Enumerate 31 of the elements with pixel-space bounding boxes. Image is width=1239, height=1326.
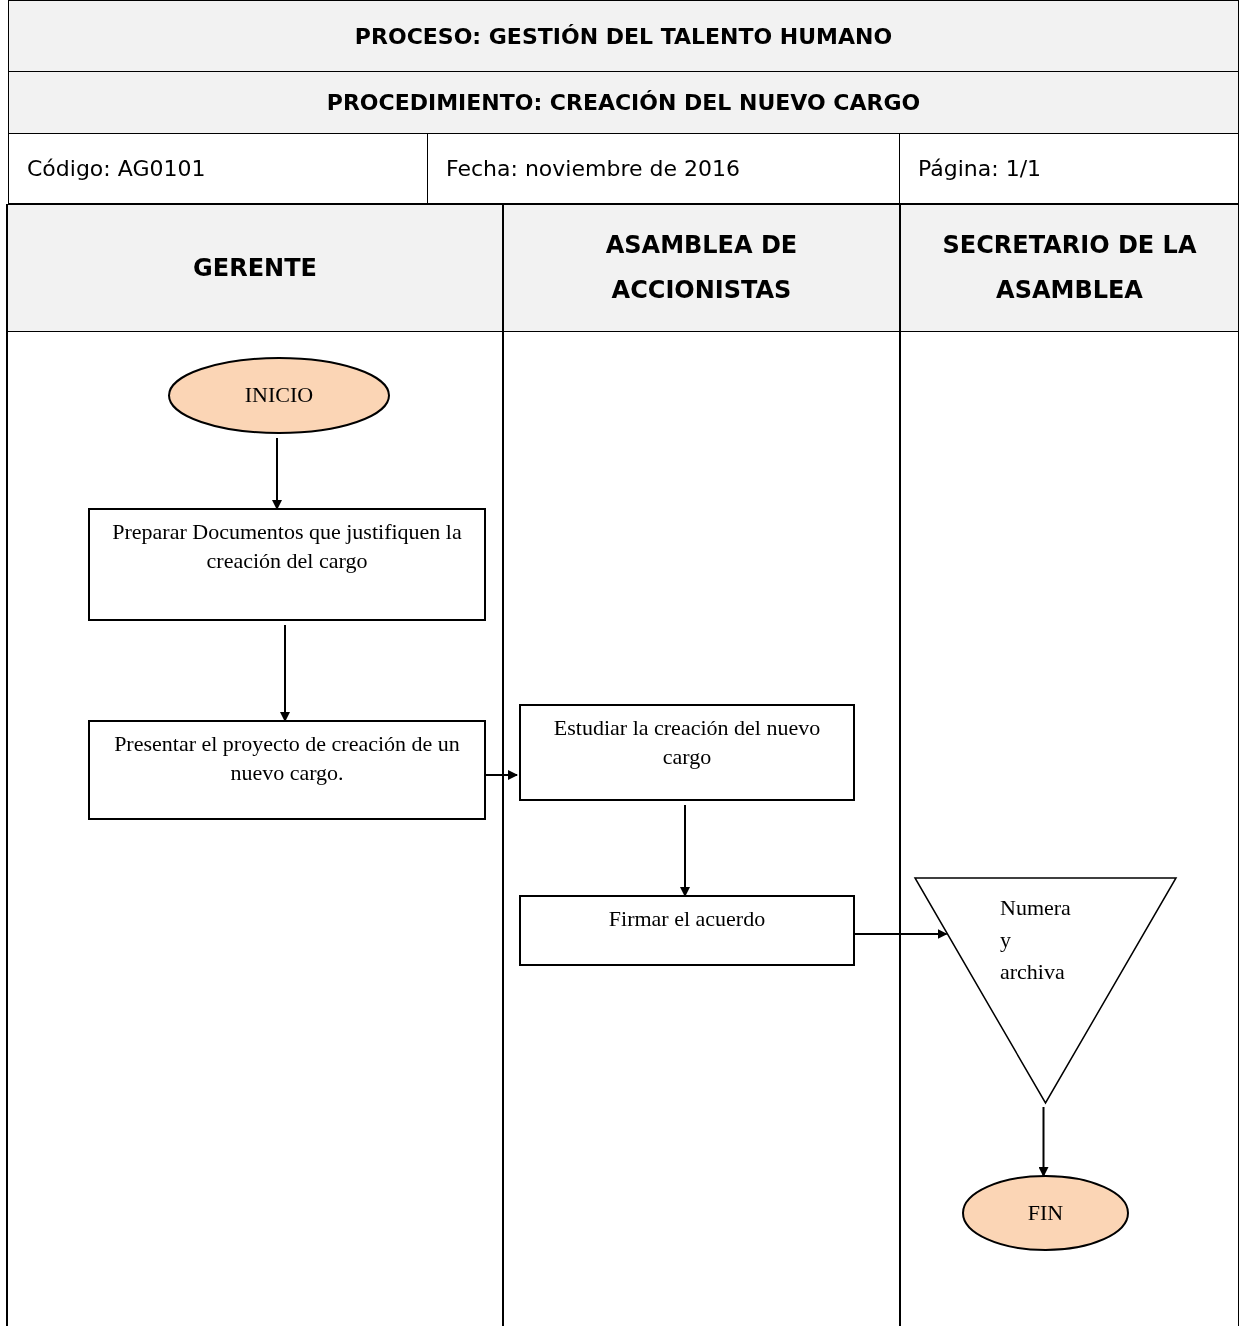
step-text: Estudiar la creación del nuevo cargo xyxy=(552,714,822,771)
process-box xyxy=(519,895,855,966)
terminator-text: FIN xyxy=(1027,1198,1064,1227)
step-text: Firmar el acuerdo xyxy=(608,905,766,933)
arrow xyxy=(852,929,948,940)
archive-triangle xyxy=(915,878,1176,1103)
lane-title: SECRETARIO DE LA ASAMBLEA xyxy=(941,230,1198,306)
lane-title: ASAMBLEA DE ACCIONISTAS xyxy=(604,230,799,306)
arrow xyxy=(272,437,282,510)
step-text: Numera y archiva xyxy=(1000,894,1072,986)
arrow xyxy=(680,804,690,897)
terminator-ellipse xyxy=(168,357,390,434)
process-box xyxy=(88,508,486,621)
process-title: PROCESO: GESTIÓN DEL TALENTO HUMANO xyxy=(354,23,893,49)
arrow xyxy=(280,624,290,722)
arrow xyxy=(1038,1106,1049,1177)
process-box xyxy=(519,704,855,801)
step-text: Preparar Documentos que justifiquen la creación del cargo xyxy=(111,518,463,575)
step-text: Presentar el proyecto de creación de un nuevo cargo. xyxy=(113,730,461,787)
procedure-title: PROCEDIMIENTO: CREACIÓN DEL NUEVO CARGO xyxy=(326,90,921,115)
date-text: Fecha: noviembre de 2016 xyxy=(446,156,740,181)
arrow xyxy=(483,770,518,780)
swimlane xyxy=(502,204,900,1326)
swimlane xyxy=(899,204,1239,1326)
page-text: Página: 1/1 xyxy=(918,156,1042,181)
swimlane xyxy=(6,204,503,1326)
code-text: Código: AG0101 xyxy=(27,156,206,181)
lane-title: GERENTE xyxy=(193,252,317,284)
process-box xyxy=(88,720,486,820)
terminator-text: INICIO xyxy=(244,381,314,410)
terminator-ellipse xyxy=(962,1175,1129,1251)
